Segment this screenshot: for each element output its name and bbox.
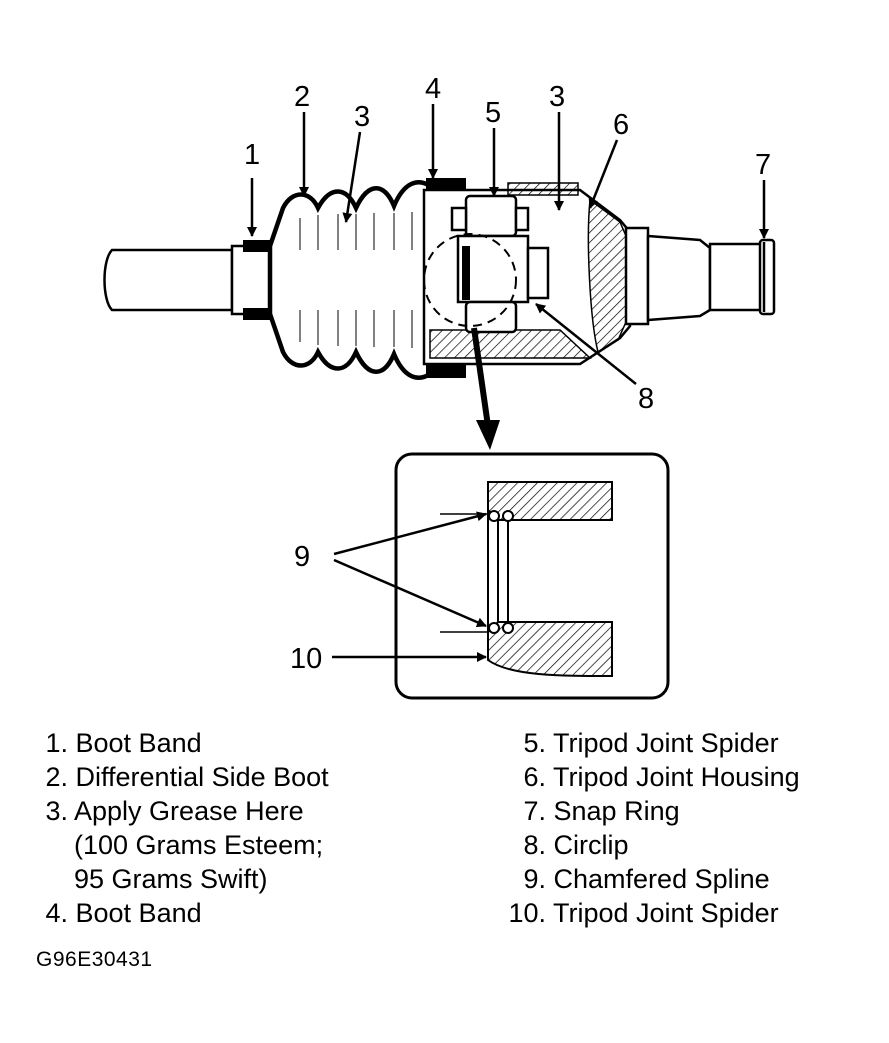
legend-item-9: 9. Chamfered Spline [500,862,800,896]
legend-number: 2. [45,762,68,792]
housing-end-wall [587,198,627,354]
legend-number: 5. [523,728,546,758]
inset-spline-section [440,481,613,678]
legend-number: 1. [45,728,68,758]
legend-right: 5. Tripod Joint Spider 6. Tripod Joint H… [500,726,800,930]
callout-2: 2 [294,81,310,113]
legend-item-6: 6. Tripod Joint Housing [500,760,800,794]
boot-band-1 [243,240,271,320]
housing-stem [624,226,770,326]
legend-text: Chamfered Spline [553,864,770,894]
callout-7: 7 [755,149,771,181]
legend-number: 6. [523,762,546,792]
legend-number: 10. [508,898,546,928]
snap-ring [758,238,776,316]
legend-number: 8. [523,830,546,860]
legend-left: 1. Boot Band 2. Differential Side Boot 3… [36,726,329,930]
legend-number: 9. [523,864,546,894]
legend-text: (100 Grams Esteem; [74,830,324,860]
callout-8: 8 [638,383,654,415]
differential-side-boot [267,180,433,380]
boot-ribs [299,212,413,348]
legend-item-7: 7. Snap Ring [500,794,800,828]
legend-number: 3. [45,796,68,826]
callout-1: 1 [244,139,260,171]
callout-9: 9 [294,541,310,573]
callout-4: 4 [425,73,441,105]
callout-3-boot: 3 [354,101,370,133]
detail-circle [423,233,517,327]
legend-item-8: 8. Circlip [500,828,800,862]
circlip [462,246,470,300]
legend-item-2: 2. Differential Side Boot [36,760,329,794]
legend-item-3-line-2: (100 Grams Esteem; [36,828,329,862]
callout-10: 10 [290,643,322,675]
legend-item-10: 10. Tripod Joint Spider [500,896,800,930]
leader-arrows [247,104,769,662]
detail-arrow [471,327,500,450]
legend-text: Circlip [553,830,629,860]
legend-text: Apply Grease Here [74,796,304,826]
legend-item-5: 5. Tripod Joint Spider [500,726,800,760]
callout-5: 5 [485,97,501,129]
legend-item-1: 1. Boot Band [36,726,329,760]
legend-item-4: 4. Boot Band [36,896,329,930]
legend-text: Tripod Joint Spider [553,898,779,928]
legend-text: Boot Band [75,728,202,758]
housing-top-hatch [507,182,579,196]
legend-text: Differential Side Boot [75,762,329,792]
legend-text: Tripod Joint Spider [553,728,779,758]
boot-band-4 [426,178,466,378]
callout-6: 6 [613,109,629,141]
cv-joint-diagram: 1 2 3 4 5 3 6 7 8 9 10 [103,73,776,700]
legend-text: 95 Grams Swift) [74,864,268,894]
legend-number: 7. [523,796,546,826]
callout-3-housing: 3 [549,81,565,113]
legend-item-3-line-3: 95 Grams Swift) [36,862,329,896]
legend-text: Tripod Joint Housing [553,762,800,792]
legend-item-3: 3. Apply Grease Here [36,794,329,828]
figure-code: G96E30431 [36,948,153,971]
legend-text: Boot Band [75,898,202,928]
legend-text: Snap Ring [553,796,680,826]
legend-number: 4. [45,898,68,928]
